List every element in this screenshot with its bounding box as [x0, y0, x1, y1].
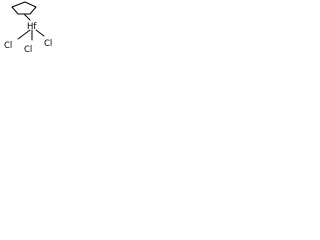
ring-to-metal-bond	[23, 13, 31, 21]
metal-label: Hf	[27, 22, 37, 32]
metal-to-cl-right-bond	[35, 29, 45, 37]
chloride-label-left: Cl	[4, 41, 12, 51]
chloride-label-right: Cl	[44, 39, 52, 49]
chloride-label-center: Cl	[24, 45, 32, 54]
cyclopentadienyl-ring	[11, 1, 37, 15]
structure-diagram: Hf Cl Cl Cl	[0, 0, 57, 55]
metal-to-cl-left-bond	[17, 29, 31, 40]
structure-svg: Hf Cl Cl Cl	[4, 1, 52, 55]
